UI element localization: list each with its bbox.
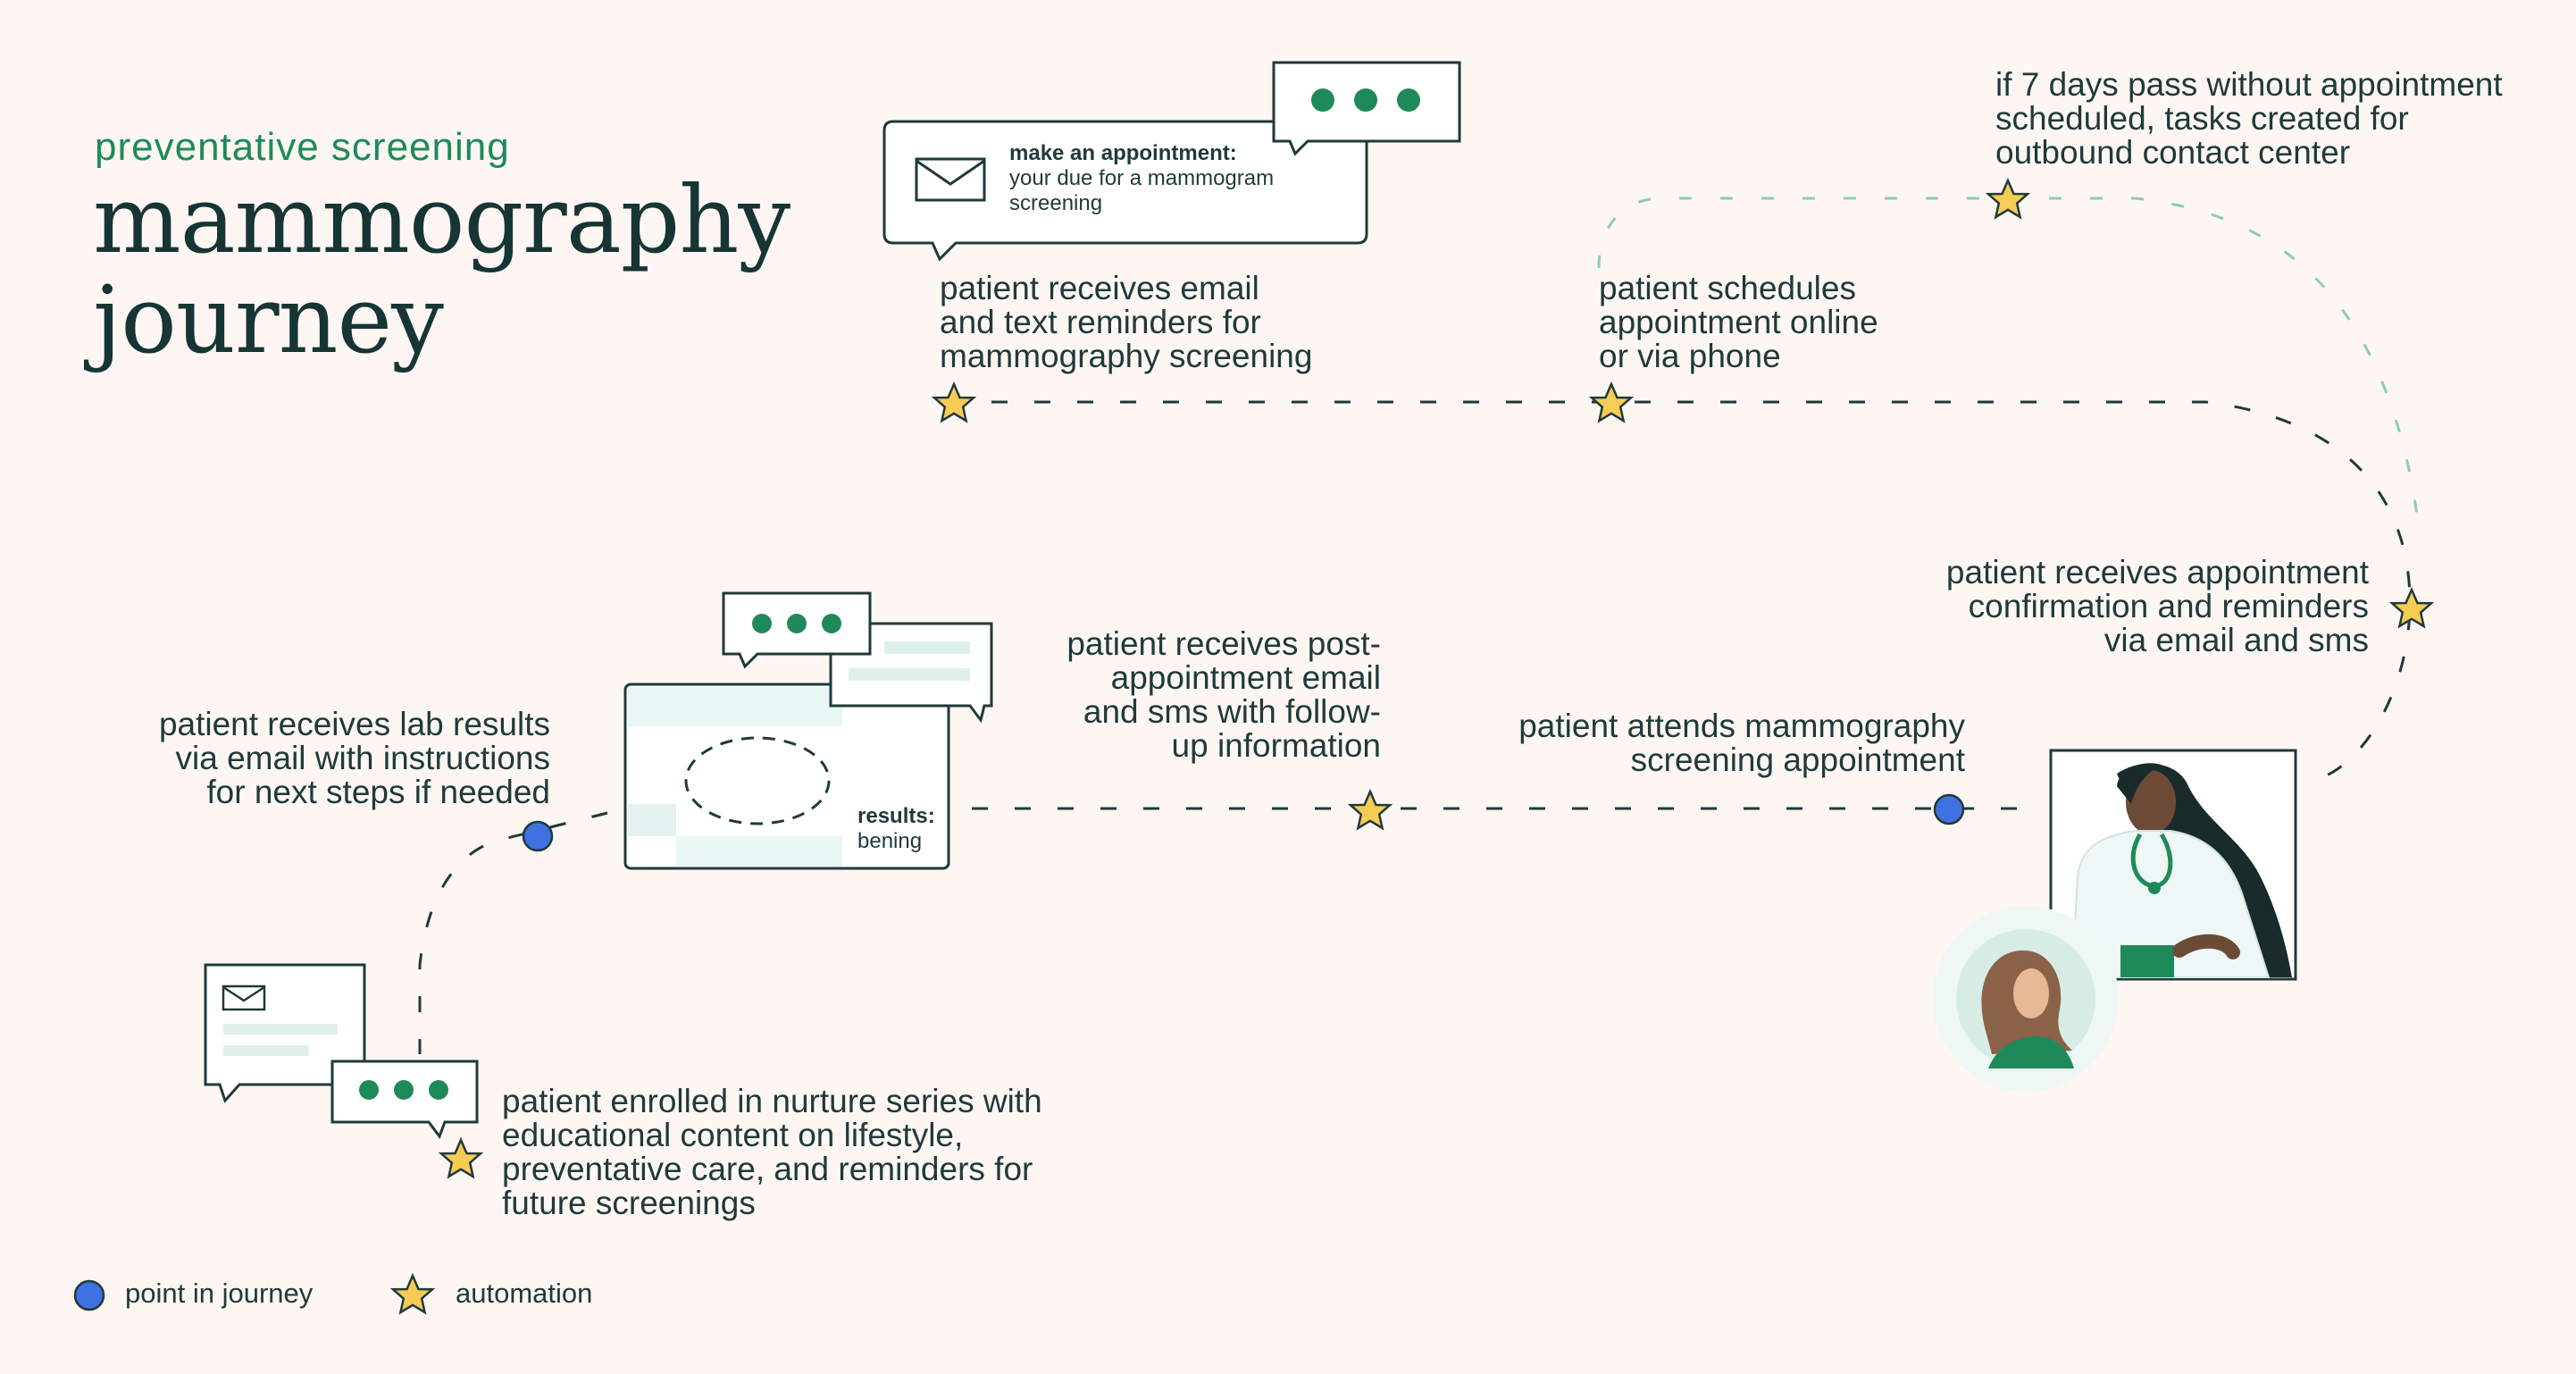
label-line: up information xyxy=(1171,727,1381,764)
step-schedules-label: patient schedules appointment online or … xyxy=(1599,272,1878,373)
results-heading: results: xyxy=(857,804,935,828)
label-line: for next steps if needed xyxy=(206,774,550,810)
envelope-icon xyxy=(222,984,266,1011)
label-line: patient receives post- xyxy=(1066,625,1381,662)
email-card-text: make an appointment: your due for a mamm… xyxy=(1009,141,1274,216)
label-line: via email and sms xyxy=(2103,622,2369,658)
label-line: patient receives email xyxy=(940,270,1259,306)
label-line: and sms with follow- xyxy=(1083,693,1381,730)
legend-automation-label: automation xyxy=(456,1278,593,1309)
label-line: or via phone xyxy=(1599,338,1781,374)
results-value: bening xyxy=(857,829,923,853)
step-post-appointment-label: patient receives post- appointment email… xyxy=(983,627,1381,763)
label-line: patient schedules xyxy=(1599,270,1856,306)
patient-avatar xyxy=(1933,906,2119,1092)
label-line: mammography screening xyxy=(940,338,1313,374)
results-card-text: results: bening xyxy=(857,804,935,854)
page-title: mammography journey xyxy=(93,170,790,370)
label-line: patient receives lab results xyxy=(158,706,550,742)
label-line: scheduled, tasks created for xyxy=(1995,100,2409,137)
step-reminders-label: patient receives email and text reminder… xyxy=(940,272,1312,373)
journey-path xyxy=(991,400,2412,779)
label-line: patient attends mammography xyxy=(1518,708,1965,744)
step-nurture-label: patient enrolled in nurture series with … xyxy=(502,1085,1042,1220)
step-confirmation-label: patient receives appointment confirmatio… xyxy=(1876,556,2369,658)
title-line: mammography xyxy=(93,165,790,274)
email-card-line: your due for a mammogram xyxy=(1009,166,1275,190)
label-line: appointment email xyxy=(1110,659,1381,696)
nurture-email-card xyxy=(204,963,366,1103)
label-line: patient receives appointment xyxy=(1945,554,2369,591)
chat-bubble-icon xyxy=(722,591,872,669)
label-line: if 7 days pass without appointment xyxy=(1995,66,2503,103)
label-line: and text reminders for xyxy=(940,304,1261,340)
label-line: screening appointment xyxy=(1630,741,1965,778)
email-card-line: screening xyxy=(1009,191,1103,215)
label-line: outbound contact center xyxy=(1995,134,2351,171)
step-lab-results-label: patient receives lab results via email w… xyxy=(89,708,550,809)
label-line: educational content on lifestyle, xyxy=(502,1117,964,1153)
email-reminder-card xyxy=(882,120,1368,262)
chat-bubble-icon xyxy=(1272,61,1461,156)
legend-point-label: point in journey xyxy=(125,1278,314,1309)
label-line: patient enrolled in nurture series with xyxy=(502,1083,1042,1119)
chat-bubble-icon xyxy=(330,1060,479,1140)
step-seven-days-label: if 7 days pass without appointment sched… xyxy=(1995,68,2503,170)
journey-path-left xyxy=(418,811,608,1054)
step-attends-label: patient attends mammography screening ap… xyxy=(1447,709,1965,777)
email-card-heading: make an appointment: xyxy=(1009,141,1237,165)
label-line: via email with instructions xyxy=(175,740,550,776)
doctor-illustration xyxy=(2049,749,2297,981)
page-subtitle: preventative screening xyxy=(95,125,510,169)
label-line: preventative care, and reminders for xyxy=(502,1151,1033,1187)
label-line: confirmation and reminders xyxy=(1968,588,2369,624)
label-line: future screenings xyxy=(502,1185,756,1221)
results-card xyxy=(623,683,950,870)
title-line: journey xyxy=(93,265,444,374)
alternate-path xyxy=(1597,197,2422,537)
envelope-icon xyxy=(915,157,986,202)
label-line: appointment online xyxy=(1599,304,1878,340)
